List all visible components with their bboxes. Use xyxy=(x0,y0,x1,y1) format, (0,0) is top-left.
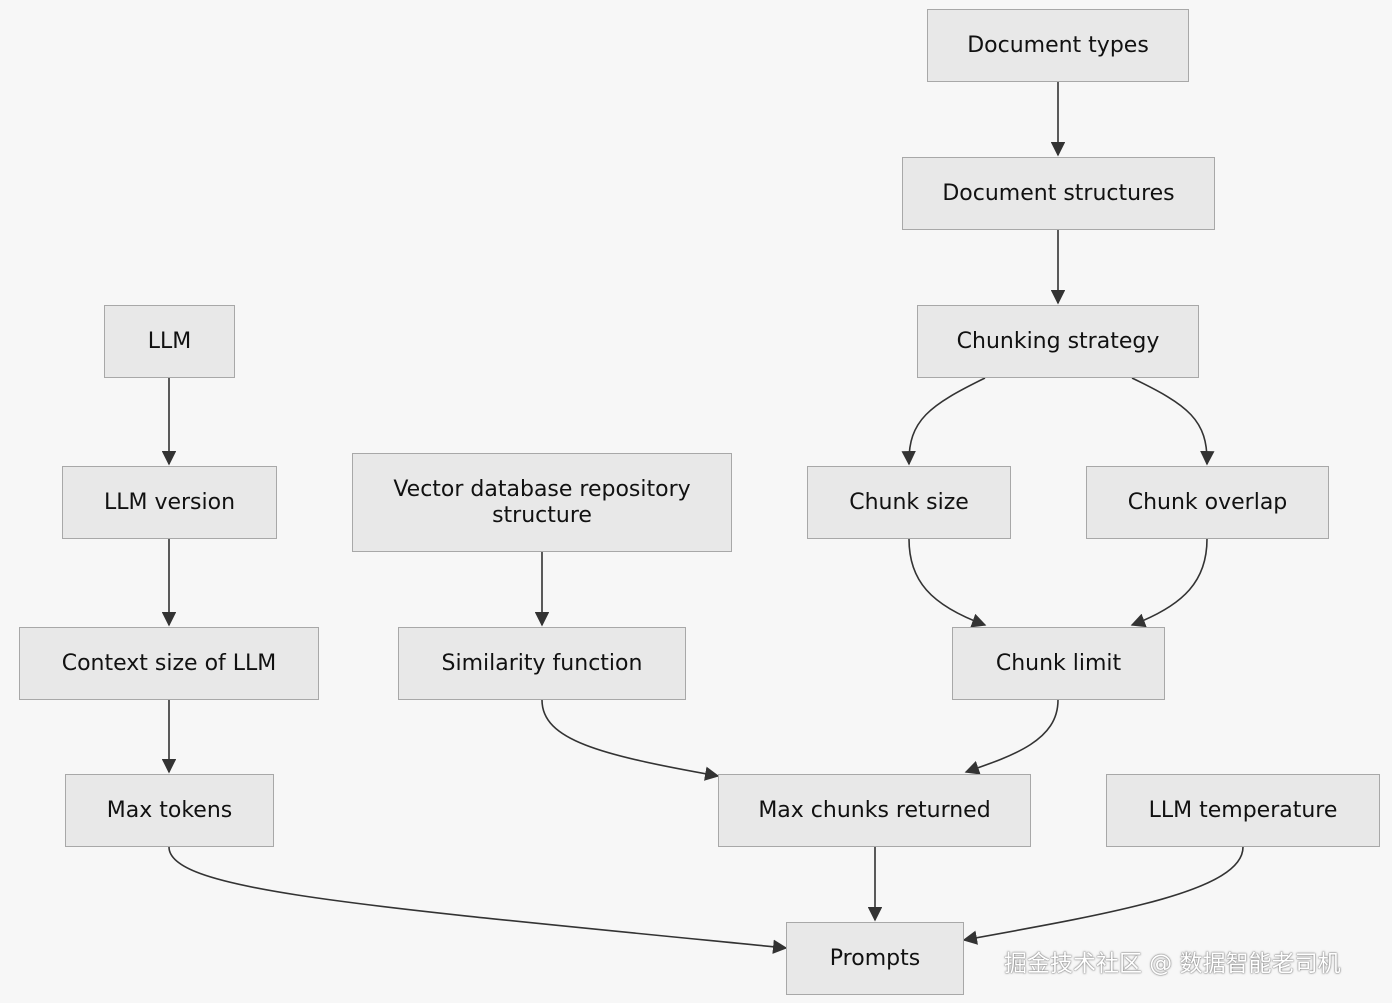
edge-llm-temperature-to-prompts xyxy=(962,846,1244,945)
node-llm-version: LLM version xyxy=(62,466,277,539)
node-chunking-strategy: Chunking strategy xyxy=(917,305,1199,378)
node-document-structures: Document structures xyxy=(902,157,1215,230)
node-llm-temperature: LLM temperature xyxy=(1106,774,1380,847)
edge-max-tokens-to-prompts xyxy=(168,846,788,954)
node-vector-database: Vector database repository structure xyxy=(352,453,732,552)
node-prompts: Prompts xyxy=(786,922,964,995)
edge-chunking-strategy-to-chunk-overlap xyxy=(1131,377,1215,466)
node-max-tokens: Max tokens xyxy=(65,774,274,847)
edge-chunk-size-to-chunk-limit xyxy=(908,538,987,628)
edge-chunk-limit-to-max-chunks xyxy=(964,699,1059,775)
node-max-chunks-returned: Max chunks returned xyxy=(718,774,1031,847)
node-chunk-overlap: Chunk overlap xyxy=(1086,466,1329,539)
node-chunk-size: Chunk size xyxy=(807,466,1011,539)
edge-chunk-overlap-to-chunk-limit xyxy=(1130,538,1208,628)
edge-chunking-strategy-to-chunk-size xyxy=(901,377,986,466)
node-similarity-function: Similarity function xyxy=(398,627,686,700)
node-llm: LLM xyxy=(104,305,235,378)
watermark: 掘金技术社区 @ 数据智能老司机 xyxy=(1004,951,1341,977)
edge-similarity-function-to-max-chunks xyxy=(541,699,720,781)
node-document-types: Document types xyxy=(927,9,1189,82)
node-chunk-limit: Chunk limit xyxy=(952,627,1165,700)
node-context-size: Context size of LLM xyxy=(19,627,319,700)
